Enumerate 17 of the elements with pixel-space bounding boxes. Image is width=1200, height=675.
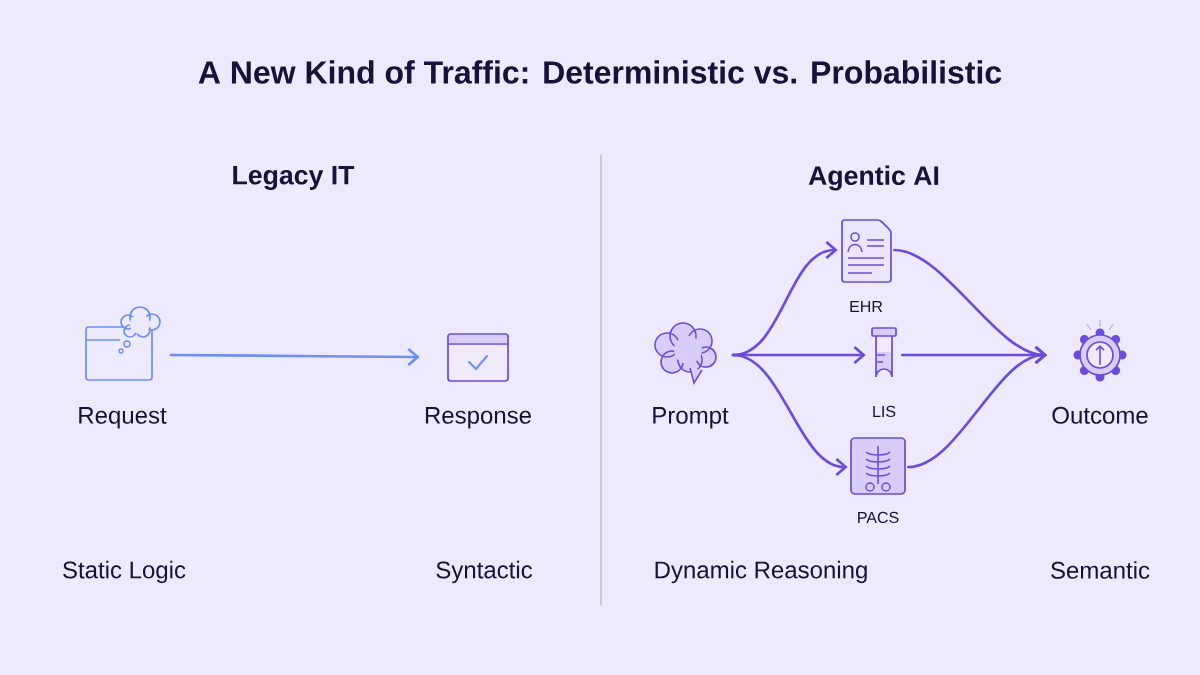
title: A New Kind of Traffic: Deterministic vs. Probabilistic	[198, 60, 1002, 84]
caption-text: Semantic	[1051, 561, 1150, 579]
icon-label: Prompt	[653, 407, 729, 429]
arrow	[169, 348, 420, 366]
icon-label: Response	[425, 407, 531, 429]
section-heading: Agentic AI	[808, 165, 939, 191]
icon-label: Outcome	[1052, 406, 1148, 424]
icon-label: Request	[79, 407, 167, 429]
caption-text: Syntactic	[436, 560, 533, 584]
icon-label: EHR	[850, 300, 883, 312]
arrow	[906, 346, 1048, 469]
section-heading: Legacy IT	[233, 166, 355, 190]
caption-text: Dynamic Reasoning	[655, 560, 867, 584]
caption-text: Static Logic	[63, 560, 186, 584]
icon-label: PACS	[858, 511, 899, 524]
icon-label: LIS	[873, 405, 896, 418]
arrow	[731, 353, 848, 477]
